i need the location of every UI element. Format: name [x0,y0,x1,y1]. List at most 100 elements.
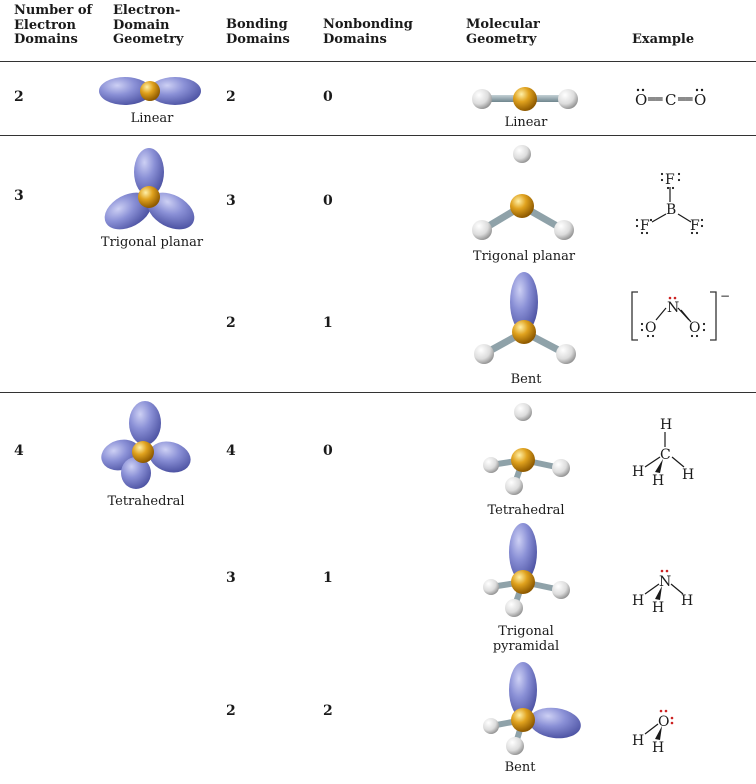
hydrogen-atom: H [681,593,693,609]
header-line: Domain [113,17,170,33]
header-line: Example [632,32,695,47]
boron-atom: B [666,202,676,218]
electron-domain-geometry-label: Trigonal planar [100,235,204,250]
lone-pair-dots [636,88,704,92]
electron-domain-count: 2 [14,89,24,105]
group-divider [0,392,756,393]
molecular-geometry-label: Trigonal pyramidal [470,624,582,654]
ch4-structure: H C H H H [632,417,694,489]
bonds [644,432,685,468]
header-electron-domain-geometry: Electron- Domain Geometry [113,3,184,48]
lone-pair-dots [635,172,704,235]
molecular-geometry-label: Trigonal planar [472,249,576,264]
bent-tetrahedral-molecular-model [483,662,581,755]
header-line: Geometry [113,32,184,47]
hydrogen-atom: H [682,467,694,483]
bonding-domains-value: 3 [226,570,236,586]
header-line: Domains [323,31,387,47]
hydrogen-atom: H [632,733,644,749]
header-number-of-electron-domains: Number of Electron Domains [14,3,93,48]
bonds [644,583,684,595]
bf3-lewis-structure: F B F F [635,172,704,235]
group-divider [0,135,756,136]
double-bond: ══ [677,92,693,106]
double-bond: ══ [647,92,663,106]
header-line: Number of [14,3,93,18]
header-line: Bonding [226,17,288,32]
nonbonding-domains-value: 2 [323,703,333,719]
wedge-bond [655,459,663,473]
header-line: Electron- [113,3,181,18]
molecular-geometry-label: Bent [504,760,536,775]
oxygen-atom: O [658,714,669,730]
bent-trigonal-molecular-model [474,272,576,364]
oxygen-atom: O [635,91,647,109]
oxygen-atom: O [645,320,656,336]
nitrogen-lone-pair [660,569,669,573]
label-line: Trigonal [498,624,554,639]
single-bonds [651,187,692,223]
trigonal-planar-molecular-model [472,145,574,240]
hydrogen-atom: H [632,464,644,480]
bonds [655,307,692,323]
header-line: Geometry [466,31,537,47]
charge-sign: − [720,289,730,303]
trigonal-planar-electron-domain-model [104,148,195,230]
oxygen-atom: O [689,320,700,336]
trigonal-pyramidal-molecular-model [483,523,570,617]
hydrogen-atom: H [660,417,672,433]
nonbonding-domains-value: 0 [323,443,333,459]
header-line: Domains [14,32,78,47]
header-example: Example [632,32,695,48]
nitrogen-atom: N [659,574,671,590]
carbon-atom: C [660,447,671,463]
molecular-geometry-label: Bent [510,372,542,387]
header-line: Molecular [466,17,540,32]
nonbonding-domains-value: 0 [323,193,333,209]
header-molecular-geometry: Molecular Geometry [466,17,540,47]
co2-lewis-structure: O ══ C ══ O [635,88,706,109]
electron-domain-geometry-label: Linear [130,111,174,126]
hydrogen-atom: H [652,740,664,756]
wedge-bond [655,586,662,600]
header-bonding-domains: Bonding Domains [226,17,290,47]
oxygen-lone-pairs [659,709,674,725]
nonbonding-domains-value: 1 [323,315,333,331]
molecular-geometry-label: Linear [504,115,548,130]
header-nonbonding-domains: Nonbonding Domains [323,17,413,47]
wedge-bond [655,726,662,740]
electron-domain-count: 4 [14,443,24,459]
nitrogen-lone-pair [668,296,677,300]
tetrahedral-electron-domain-model [101,401,191,489]
bonding-domains-value: 2 [226,315,236,331]
hydrogen-atom: H [652,473,664,489]
h2o-structure: O H H [632,709,674,756]
tetrahedral-molecular-model [483,403,570,495]
nonbonding-domains-value: 1 [323,570,333,586]
bonding-domains-value: 2 [226,703,236,719]
molecular-geometry-label: Tetrahedral [487,503,565,518]
fluorine-atom: F [640,218,650,234]
header-line: Electron [14,17,77,33]
bond [644,723,659,735]
oxygen-atom: O [694,91,706,109]
header-line: Domains [226,31,290,47]
bonding-domains-value: 3 [226,193,236,209]
carbon-atom: C [665,91,676,109]
bonding-domains-value: 2 [226,89,236,105]
linear-electron-domain-model [99,77,201,105]
fluorine-atom: F [690,218,700,234]
fluorine-atom: F [665,172,675,188]
lone-pair-dots [640,322,706,338]
electron-domain-count: 3 [14,188,24,204]
header-line: Nonbonding [323,17,413,32]
hydrogen-atom: H [652,600,664,616]
hydrogen-atom: H [632,593,644,609]
electron-domain-geometry-label: Tetrahedral [107,494,185,509]
label-line: pyramidal [492,639,560,654]
nh3-structure: N H H H [632,569,693,616]
nitrogen-atom: N [667,300,679,316]
no2-minus-lewis-structure: − N O O [631,289,730,341]
linear-molecular-model [472,87,578,111]
nonbonding-domains-value: 0 [323,89,333,105]
